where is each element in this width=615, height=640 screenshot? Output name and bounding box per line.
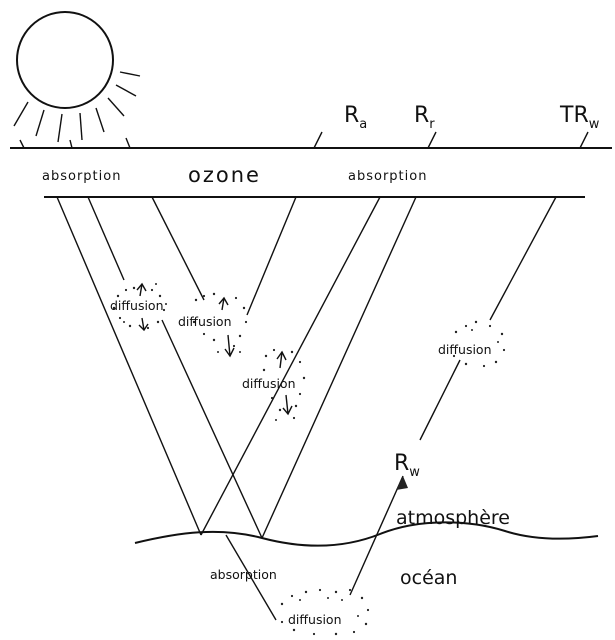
- ray-incident-1: [56, 196, 202, 536]
- ray-scattered-3: [246, 196, 297, 316]
- rr-tick: [427, 131, 437, 149]
- ra-label: Ra: [344, 103, 367, 132]
- arrow-down-icon: [282, 405, 293, 416]
- arrow-up-icon: [396, 476, 408, 490]
- sun-ray: [115, 84, 137, 97]
- ray-incident-2: [87, 196, 125, 281]
- diffusion-cloud-ocean: [280, 588, 370, 636]
- arrow-up-icon: [279, 351, 283, 369]
- sun-ray: [95, 107, 105, 133]
- ray-reflected-2: [261, 196, 417, 539]
- sun-ray: [79, 112, 83, 141]
- ozone-label: ozone: [188, 163, 261, 187]
- atmosphere-label: atmosphère: [396, 507, 510, 529]
- sun-ray: [35, 109, 45, 137]
- sun-ray-tick: [19, 139, 25, 149]
- absorption-left-label: absorption: [42, 169, 121, 184]
- diffusion-label-ocean: diffusion: [288, 612, 342, 627]
- rr-label: Rr: [414, 103, 435, 132]
- diffusion-arrows: [136, 282, 293, 416]
- sun-ray-tick: [69, 139, 73, 149]
- ray-incident-2-lower: [161, 319, 263, 539]
- ray-paths: [56, 196, 557, 621]
- arrow-down-icon: [227, 334, 231, 357]
- sun-ray: [107, 97, 125, 117]
- rw-label: Rw: [394, 451, 420, 480]
- diffusion-cloud-3: [262, 348, 306, 421]
- sun-rays: [13, 71, 141, 149]
- sun-ray-tick: [125, 137, 131, 149]
- sun-icon: [16, 11, 114, 109]
- absorption-right-label: absorption: [348, 169, 427, 184]
- arrow-down-icon: [141, 317, 145, 331]
- diffusion-label-4: diffusion: [438, 342, 492, 357]
- arrow-up-icon: [221, 297, 225, 311]
- sun-ray: [57, 113, 63, 143]
- ra-tick: [313, 131, 323, 149]
- diffusion-label-1: diffusion: [110, 298, 164, 313]
- ray-reflected-1: [200, 196, 381, 536]
- diffusion-cloud-2: [192, 292, 248, 353]
- absorption-ocean-label: absorption: [210, 567, 277, 582]
- diffusion-cloud-4: [452, 320, 506, 368]
- ocean-label: océan: [400, 567, 457, 589]
- ray-ocean-absorb: [225, 534, 277, 621]
- diffusion-cloud-1: [112, 283, 167, 330]
- arrow-up-icon: [218, 296, 229, 306]
- trw-tick: [579, 131, 589, 149]
- arrow-up-icon: [276, 350, 287, 361]
- trw-label: TRw: [559, 103, 600, 132]
- arrow-down-icon: [224, 347, 235, 358]
- sea-surface: [134, 521, 599, 547]
- ray-water-leaving-top: [489, 196, 557, 321]
- diffusion-label-2: diffusion: [178, 314, 232, 329]
- sun-ray: [13, 101, 29, 127]
- ray-incident-3: [151, 196, 205, 301]
- arrow-down-icon: [138, 323, 149, 332]
- diffusion-label-3: diffusion: [242, 376, 296, 391]
- arrow-up-icon: [136, 282, 147, 292]
- arrow-down-icon: [285, 394, 289, 415]
- sun-ray: [119, 71, 141, 77]
- arrow-up-icon: [139, 283, 143, 297]
- ray-water-leaving-upper: [419, 359, 461, 441]
